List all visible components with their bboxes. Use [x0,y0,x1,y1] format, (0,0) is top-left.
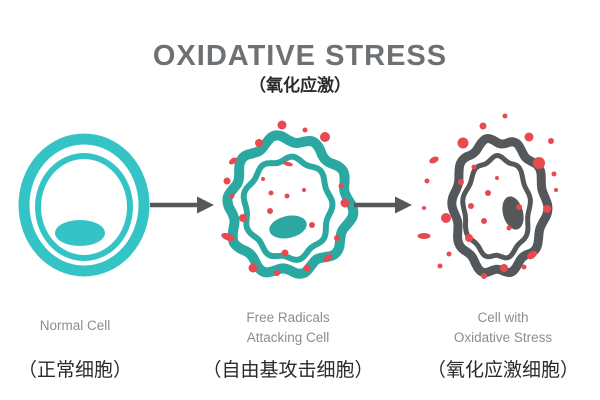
free-radical-dot [437,263,443,269]
free-radical-dot [424,178,430,184]
free-radical-dot [284,193,290,199]
label-en-line: Attacking Cell [246,329,330,345]
free-radical-dot [221,232,235,242]
free-radical-dot [481,218,487,224]
free-radical-dot [228,157,238,165]
free-radical-dot [417,233,431,239]
label-en-line: Oxidative Stress [453,329,553,345]
free-radical-dot [495,176,499,180]
free-radical-dot [485,190,491,196]
label-en-line: Cell with [477,310,529,326]
free-radical-dot [274,270,280,276]
free-radical-dot [303,264,311,272]
free-radical-dot [277,120,287,130]
free-radical-dot [239,214,247,222]
free-radical-dot [465,234,473,242]
free-radical-dot [548,138,554,144]
label-free-radicals-attacking-cell: Free Radicals Attacking Cell （自由基攻击细胞） [198,306,378,382]
stressed-cell-graphic [417,113,558,279]
free-radical-dot [320,132,330,142]
free-radical-dot [281,249,289,257]
label-en-line: Free Radicals [246,310,330,326]
free-radical-dot [516,204,522,210]
free-radical-dot [283,161,293,167]
free-radical-dot [429,156,439,164]
free-radical-dot [554,188,558,192]
free-radical-dot [223,177,231,185]
free-radical-dot [268,190,274,196]
attacked-cell-graphic [221,120,359,279]
label-zh: （正常细胞） [17,360,132,381]
normal-cell-graphic [18,133,150,277]
free-radical-dot [248,263,258,273]
free-radical-dot [334,235,340,241]
free-radical-dot [340,198,350,208]
page-subtitle-zh: （氧化应激） [249,76,351,95]
label-cell-with-oxidative-stress: Cell with Oxidative Stress （氧化应激细胞） [408,306,598,382]
free-radical-dot [481,273,487,279]
free-radical-dot [506,225,512,231]
free-radical-dot [458,179,464,185]
free-radical-dot [500,264,508,272]
free-radical-dot [446,251,452,257]
free-radical-dot [468,203,474,209]
label-normal-cell: Normal Cell （正常细胞） [0,306,150,382]
free-radical-dot [309,222,315,228]
free-radical-dot [229,193,235,199]
free-radical-dot [471,164,477,170]
free-radical-dot [533,157,545,169]
free-radical-dot [255,139,263,147]
free-radical-dot [543,205,551,213]
label-en-line: Normal Cell [39,318,111,334]
free-radical-dot [302,188,306,192]
arrow-right-icon [150,196,214,214]
free-radical-dot [521,264,527,270]
free-radical-dot [302,127,308,133]
label-zh: （氧化应激细胞） [426,360,579,381]
free-radical-dot [323,254,333,262]
free-radical-dot [338,183,344,189]
free-radical-dot [551,171,557,177]
free-radical-dot [479,122,487,130]
free-radical-dot [527,250,537,260]
free-radical-dot [457,137,469,149]
free-radical-dot [422,206,426,210]
arrow-right-icon [354,196,412,214]
free-radical-dot [502,113,508,119]
page-title: OXIDATIVE STRESS [152,40,448,72]
free-radical-dot [441,213,451,223]
free-radical-dot [261,177,265,181]
label-zh: （自由基攻击细胞） [202,360,374,381]
free-radical-dot [267,208,273,214]
free-radical-dot [524,132,534,142]
